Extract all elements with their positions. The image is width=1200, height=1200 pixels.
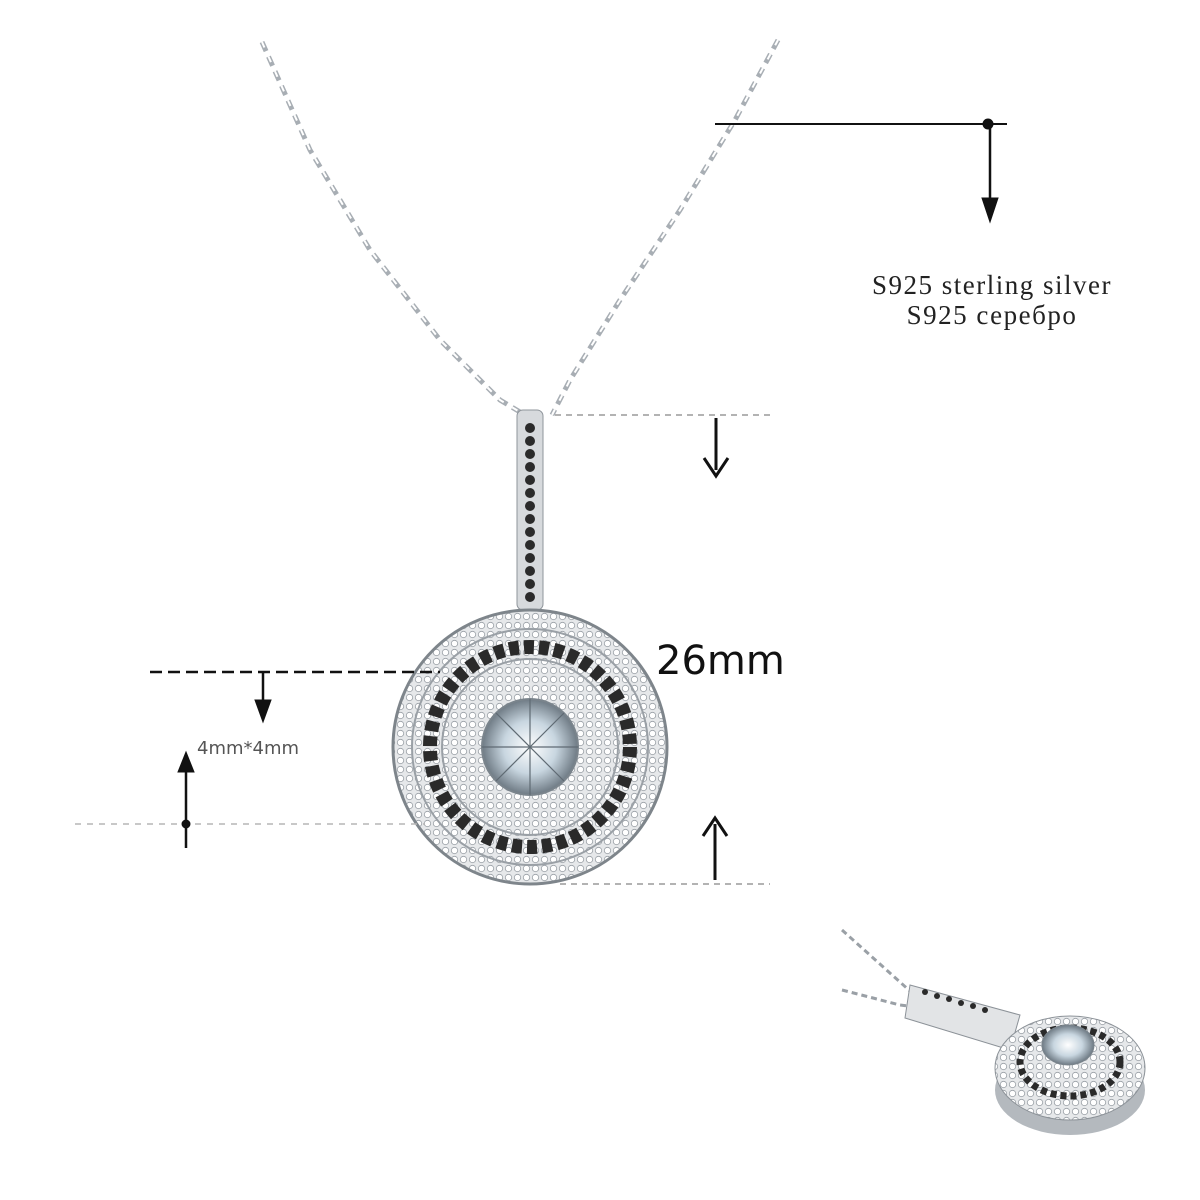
material-label: S925 sterling silver S925 серебро xyxy=(812,270,1172,330)
inset-product-photo xyxy=(840,928,1146,1135)
pendant-bail xyxy=(516,409,544,611)
pendant-length-label: 26mm xyxy=(656,638,785,684)
dimension-annotations xyxy=(75,118,1007,885)
pendant-disc xyxy=(391,608,669,886)
chain-right xyxy=(549,38,781,417)
material-label-en: S925 sterling silver xyxy=(872,270,1112,300)
chain-left xyxy=(259,40,527,418)
stone-size-label: 4mm*4mm xyxy=(197,738,300,759)
material-label-ru: S925 серебро xyxy=(906,300,1078,330)
